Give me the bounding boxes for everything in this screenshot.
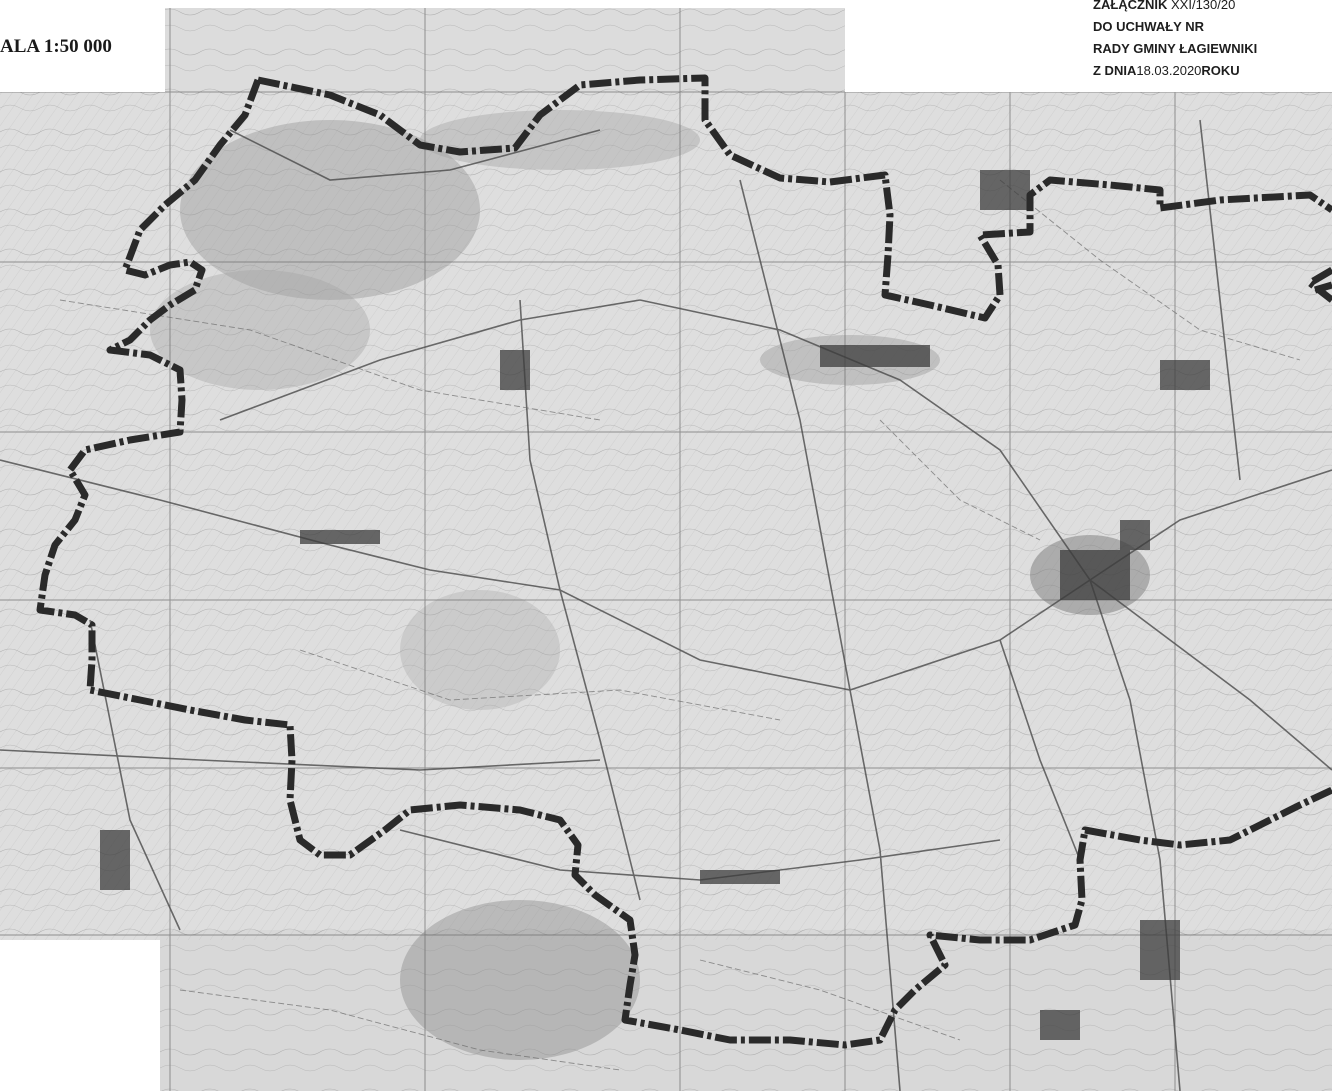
settlements — [100, 170, 1210, 1040]
annex-date: 18.03.2020 — [1136, 63, 1202, 78]
annex-line-2: DO UCHWAŁY NR — [1093, 19, 1204, 34]
paper-margin-top-right — [845, 0, 1332, 92]
secondary-roads — [59, 179, 1301, 1071]
annex-title: ZAŁĄCZNIK — [1093, 0, 1168, 12]
annex-date-suffix: ROKU — [1201, 63, 1240, 78]
resolution-annex-block: ZAŁĄCZNIK XXI/130/20 DO UCHWAŁY NR RADY … — [1093, 0, 1257, 82]
paper-margin-top-left — [0, 0, 165, 92]
annex-date-prefix: Z DNIA — [1093, 63, 1137, 78]
paper-margin-bottom-left — [0, 940, 160, 1091]
boundary-edge-fragment — [1303, 266, 1332, 303]
annex-number: XXI/130/20 — [1167, 0, 1236, 12]
annex-line-3: RADY GMINY ŁAGIEWNIKI — [1093, 41, 1258, 56]
annex-line-4: Z DNIA18.03.2020ROKU — [1093, 60, 1257, 82]
paper-margin-top — [165, 0, 845, 8]
annex-line-1: ZAŁĄCZNIK XXI/130/20 — [1093, 0, 1257, 16]
map-scale-label: ALA 1:50 000 — [0, 36, 112, 57]
